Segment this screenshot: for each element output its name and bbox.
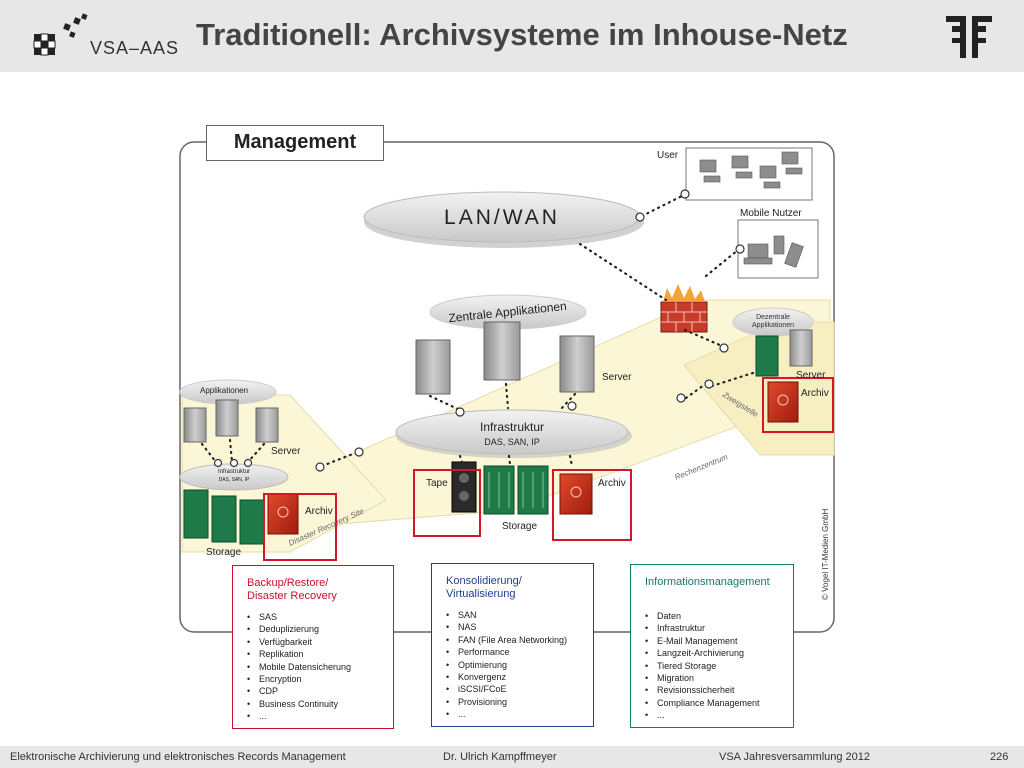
server-left-label: Server [271, 446, 301, 457]
management-label: Management [206, 125, 384, 161]
list-item: ... [645, 709, 793, 722]
list-item: Performance [446, 646, 593, 659]
firewall-icon [660, 284, 708, 333]
archiv-center-label: Archiv [598, 478, 626, 489]
backup-restore-title: Backup/Restore/ Disaster Recovery [247, 577, 337, 602]
list-item: SAS [247, 611, 393, 624]
list-item: FAN (File Area Networking) [446, 634, 593, 647]
page-number: 226 [990, 751, 1009, 763]
list-item: SAN [446, 609, 593, 622]
list-item: Mobile Datensicherung [247, 661, 393, 674]
konsolidierung-list: SAN NAS FAN (File Area Networking) Perfo… [446, 609, 593, 721]
left-servers [183, 399, 279, 443]
tape-label: Tape [426, 478, 448, 489]
archiv-center-highlight [552, 469, 632, 541]
list-item: Encryption [247, 673, 393, 686]
list-item: Tiered Storage [645, 660, 793, 673]
list-item: Infrastruktur [645, 622, 793, 635]
server-right-label: Server [796, 370, 826, 381]
page-title: Traditionell: Archivsysteme im Inhouse-N… [196, 17, 848, 52]
list-item: Business Continuity [247, 698, 393, 711]
archiv-left-label: Archiv [305, 506, 333, 517]
rechenzentrum-label: Rechenzentrum [673, 452, 729, 482]
server-center-label: Server [602, 372, 632, 383]
vsa-logo-icon [33, 13, 88, 56]
konsolidierung-box: Konsolidierung/ Virtualisierung SAN NAS … [431, 563, 594, 727]
archive-safe-icons [267, 381, 799, 535]
left-storage-racks [183, 489, 265, 545]
backup-restore-list: SAS Deduplizierung Verfügbarkeit Replika… [247, 611, 393, 723]
infrastruktur-subtitle: DAS, SAN, IP [484, 437, 540, 447]
mobile-nutzer-label: Mobile Nutzer [740, 208, 802, 219]
informationsmanagement-title: Informationsmanagement [645, 576, 770, 588]
list-item: ... [446, 708, 593, 721]
infrastruktur-small-subtitle: DAS, SAN, IP [218, 477, 250, 483]
storage-center-label: Storage [502, 521, 538, 532]
list-item: Replikation [247, 648, 393, 661]
list-item: Langzeit-Archivierung [645, 647, 793, 660]
logo-text: VSA–AAS [90, 38, 180, 58]
footer-author: Dr. Ulrich Kampffmeyer [443, 751, 557, 763]
list-item: Deduplizierung [247, 623, 393, 636]
central-servers [415, 321, 595, 395]
archiv-right-highlight [762, 377, 834, 433]
list-item: Migration [645, 672, 793, 685]
lan-wan-label: LAN/WAN [444, 206, 560, 229]
infrastruktur-small-title: Infrastruktur [217, 469, 250, 475]
informationsmanagement-box: Informationsmanagement Daten Infrastrukt… [630, 564, 794, 728]
list-item: Optimierung [446, 659, 593, 672]
list-item: CDP [247, 685, 393, 698]
applikationen-label: Applikationen [200, 386, 249, 395]
informationsmanagement-list: Daten Infrastruktur E-Mail Management La… [645, 610, 793, 722]
konsolidierung-title: Konsolidierung/ Virtualisierung [446, 575, 522, 600]
footer-left-text: Elektronische Archivierung und elektroni… [10, 751, 346, 763]
copyright-label: © Vogel IT-Medien GmbH [821, 509, 830, 600]
list-item: Compliance Management [645, 697, 793, 710]
user-label: User [657, 150, 679, 161]
footer-bar: Elektronische Archivierung und elektroni… [0, 746, 1024, 768]
list-item: iSCSI/FCoE [446, 683, 593, 696]
infrastruktur-ellipse [395, 409, 629, 455]
backup-restore-box: Backup/Restore/ Disaster Recovery SAS De… [232, 565, 394, 729]
list-item: Revisionssicherheit [645, 684, 793, 697]
list-item: Konvergenz [446, 671, 593, 684]
header-bar: VSA–AAS Traditionell: Archivsysteme im I… [0, 0, 1024, 72]
footer-event: VSA Jahresversammlung 2012 [719, 751, 871, 763]
list-item: Daten [645, 610, 793, 623]
infrastruktur-title: Infrastruktur [479, 420, 545, 434]
list-item: E-Mail Management [645, 635, 793, 648]
list-item: NAS [446, 621, 593, 634]
storage-left-label: Storage [206, 547, 242, 558]
archiv-right-label: Archiv [801, 388, 829, 399]
brand-logo-icon [946, 16, 992, 58]
tape-highlight [413, 469, 481, 537]
dezentrale-applikationen-label: Dezentrale Applikationen [751, 314, 795, 329]
list-item: ... [247, 710, 393, 723]
archiv-left-highlight [263, 493, 337, 561]
list-item: Provisioning [446, 696, 593, 709]
list-item: Verfügbarkeit [247, 636, 393, 649]
